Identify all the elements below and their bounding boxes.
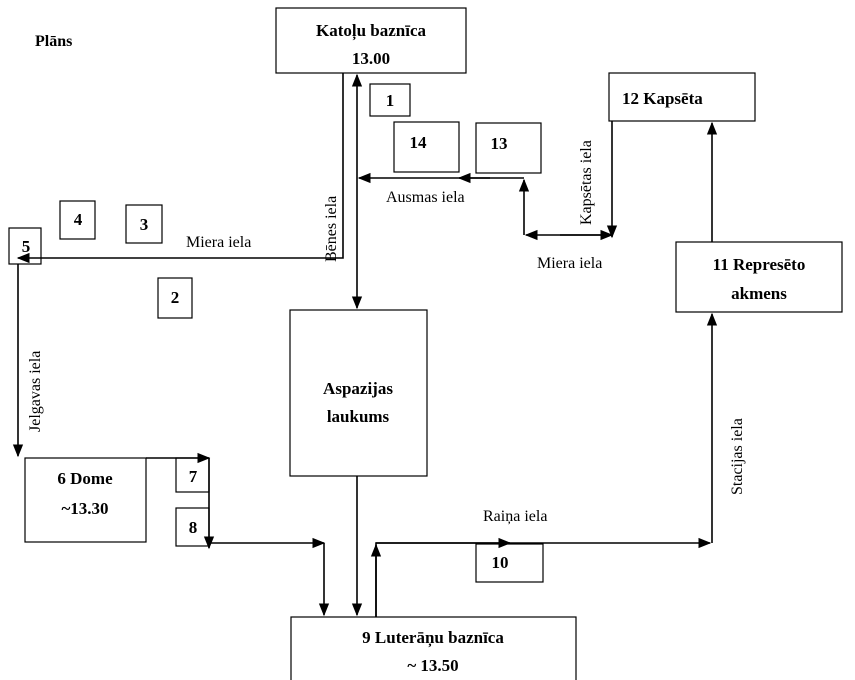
luteranu-baznica-box: 9 Luterāņu baznīca ~ 13.50 (290, 616, 577, 680)
route-benes-miera (16, 73, 344, 264)
svg-text:13: 13 (491, 134, 508, 153)
plan-title: Plāns (35, 33, 72, 50)
aspazijas-line2: laukums (327, 407, 390, 426)
dome-line2: ~13.30 (61, 499, 108, 518)
street-miera-right: Miera iela (537, 255, 602, 272)
svg-text:2: 2 (171, 288, 180, 307)
dome-box: 6 Dome ~13.30 (24, 457, 147, 543)
svg-text:7: 7 (189, 467, 198, 486)
marker-10: 10 (475, 543, 544, 583)
dome-line1: 6 Dome (57, 469, 113, 488)
street-stacijas: Stacijas iela (729, 418, 746, 495)
svg-text:4: 4 (74, 210, 83, 229)
svg-text:5: 5 (22, 237, 31, 256)
svg-text:10: 10 (492, 553, 509, 572)
represeto-line1: 11 Represēto (713, 255, 806, 274)
katolu-baznica-box: Katoļu baznīca 13.00 (275, 7, 467, 74)
marker-7: 7 (175, 457, 210, 493)
represeto-line2: akmens (731, 284, 787, 303)
katolu-name: Katoļu baznīca (316, 21, 427, 41)
svg-text:14: 14 (410, 133, 428, 152)
street-jelgavas: Jelgavas iela (27, 351, 44, 432)
svg-text:8: 8 (189, 518, 198, 537)
aspazijas-laukums-box: Aspazijas laukums (289, 309, 428, 477)
street-raina: Raiņa iela (483, 508, 547, 525)
luteranu-time: ~ 13.50 (407, 656, 458, 675)
marker-2: 2 (157, 277, 193, 319)
street-ausmas: Ausmas iela (386, 189, 465, 206)
marker-13: 13 (475, 122, 542, 174)
kapseta-name: 12 Kapsēta (622, 89, 703, 108)
street-benes: Bēnes iela (323, 196, 340, 262)
svg-text:3: 3 (140, 215, 149, 234)
street-kapsetas: Kapsētas iela (578, 140, 595, 225)
street-miera-left: Miera iela (186, 234, 251, 251)
marker-3: 3 (125, 204, 163, 244)
marker-1: 1 (369, 83, 411, 117)
svg-text:1: 1 (386, 91, 395, 110)
represeto-akmens-box: 11 Represēto akmens (675, 241, 843, 313)
aspazijas-line1: Aspazijas (323, 379, 393, 398)
marker-4: 4 (59, 200, 96, 240)
marker-8: 8 (175, 507, 210, 547)
marker-14: 14 (393, 121, 460, 173)
katolu-time: 13.00 (352, 49, 390, 68)
kapseta-box: 12 Kapsēta (608, 72, 756, 122)
luteranu-name: 9 Luterāņu baznīca (362, 628, 504, 648)
